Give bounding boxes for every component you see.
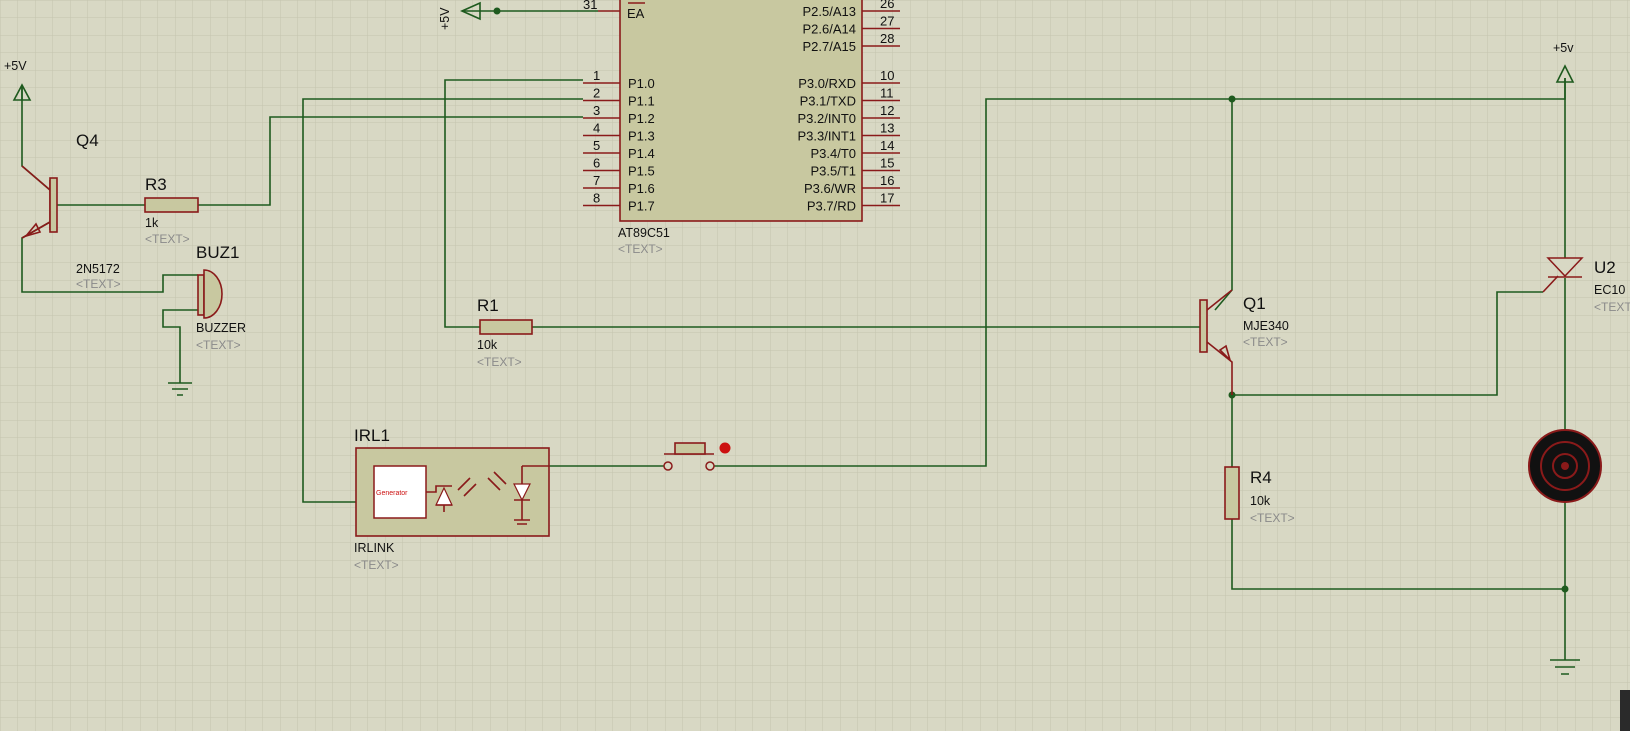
pin-label: P2.6/A14	[803, 22, 857, 37]
pin-label: P1.6	[628, 181, 655, 196]
r3-text-placeholder: <TEXT>	[145, 232, 190, 246]
transistor-q4[interactable]: Q4 2N5172 <TEXT>	[21, 131, 121, 291]
pin-number: 7	[593, 173, 600, 188]
buz1-value: BUZZER	[196, 321, 246, 335]
resistor-r4[interactable]: R4 10k <TEXT>	[1224, 466, 1295, 525]
r3-ref: R3	[145, 175, 167, 194]
resistor-r1[interactable]: R1 10k <TEXT>	[477, 296, 533, 369]
pin-label: P1.1	[628, 94, 655, 109]
vcc-left-label: +5V	[4, 59, 27, 73]
port1-pins: 1P1.0 2P1.1 3P1.2 4P1.3 5P1.4 6P1.5 7P1.6 8P1.7	[583, 68, 655, 214]
pin-label: P3.1/TXD	[800, 94, 856, 109]
buz1-ref: BUZ1	[196, 243, 239, 262]
q1-text-placeholder: <TEXT>	[1243, 335, 1288, 349]
pin-number: 1	[593, 68, 600, 83]
irl1-ref: IRL1	[354, 426, 390, 445]
q4-value: 2N5172	[76, 262, 120, 276]
resistor-r3[interactable]: R3 1k <TEXT>	[144, 175, 199, 246]
ground-right[interactable]	[1550, 655, 1580, 675]
pin-label: P1.7	[628, 199, 655, 214]
irl1-inner-label: Generator	[376, 490, 408, 497]
buzzer-buz1[interactable]: BUZ1 BUZZER <TEXT>	[196, 243, 246, 352]
pin-number: 8	[593, 191, 600, 206]
pin-label: P1.2	[628, 111, 655, 126]
q1-value: MJE340	[1243, 319, 1289, 333]
thyristor-u2[interactable]: U2 EC10 <TEXT>	[1542, 257, 1630, 314]
q4-text-placeholder: <TEXT>	[76, 277, 121, 291]
r4-text-placeholder: <TEXT>	[1250, 511, 1295, 525]
pin-number: 5	[593, 138, 600, 153]
pin-label: P3.0/RXD	[798, 76, 856, 91]
pin-number: 2	[593, 86, 600, 101]
pin-number: 13	[880, 121, 894, 136]
mcu-name: AT89C51	[618, 226, 670, 240]
pin-label: P3.5/T1	[810, 164, 856, 179]
ground-left[interactable]	[168, 382, 192, 396]
pin-label: P3.4/T0	[810, 146, 856, 161]
pin-number: 16	[880, 173, 894, 188]
r4-ref: R4	[1250, 468, 1272, 487]
u2-text-placeholder: <TEXT>	[1594, 300, 1630, 314]
pin-label: P1.3	[628, 129, 655, 144]
q4-ref: Q4	[76, 131, 99, 150]
r3-value: 1k	[145, 216, 159, 230]
r1-text-placeholder: <TEXT>	[477, 355, 522, 369]
pin-label: P3.2/INT0	[797, 111, 856, 126]
switch-actuator-dot[interactable]	[719, 442, 731, 454]
pin-number: 15	[880, 156, 894, 171]
pin-num-31: 31	[583, 0, 597, 12]
pin-label: P3.7/RD	[807, 199, 856, 214]
pin-label: P1.4	[628, 146, 655, 161]
buz1-text-placeholder: <TEXT>	[196, 338, 241, 352]
pin-number: 26	[880, 0, 894, 11]
pin-number: 14	[880, 138, 894, 153]
pin-number: 6	[593, 156, 600, 171]
pin-label: P2.7/A15	[803, 39, 857, 54]
motor-icon[interactable]	[1528, 429, 1602, 503]
pin-number: 17	[880, 191, 894, 206]
r1-ref: R1	[477, 296, 499, 315]
pin-number: 28	[880, 31, 894, 46]
pin-label-ea: EA	[627, 6, 645, 21]
r4-value: 10k	[1250, 494, 1271, 508]
ir-link-irl1[interactable]: Generator IRL1 IRLINK <TEXT>	[354, 426, 550, 572]
pin-label: P3.6/WR	[804, 181, 856, 196]
pin-number: 4	[593, 121, 600, 136]
pin-number: 12	[880, 103, 894, 118]
vcc-left-terminal[interactable]: +5V	[4, 59, 32, 101]
u2-ref: U2	[1594, 258, 1616, 277]
pin-label: P1.0	[628, 76, 655, 91]
pin-label: P2.5/A13	[803, 4, 857, 19]
q1-ref: Q1	[1243, 294, 1266, 313]
push-switch[interactable]	[663, 442, 731, 471]
irl1-value: IRLINK	[354, 541, 395, 555]
pin-number: 10	[880, 68, 894, 83]
transistor-q1[interactable]: Q1 MJE340 <TEXT>	[1199, 289, 1289, 395]
window-edge	[1620, 690, 1630, 731]
r1-value: 10k	[477, 338, 498, 352]
irl1-text-placeholder: <TEXT>	[354, 558, 399, 572]
vcc-top-label: +5V	[438, 7, 452, 30]
mcu-at89c51[interactable]: 31 EA 1P1.0 2P1.1 3P1.2 4P1.3 5P1.4 6P1.5 7P1.…	[583, 0, 900, 256]
pin-number: 27	[880, 14, 894, 29]
vcc-right-label: +5v	[1553, 41, 1574, 55]
pin-number: 11	[880, 86, 894, 101]
pin-label: P1.5	[628, 164, 655, 179]
pin-label: P3.3/INT1	[797, 129, 856, 144]
u2-value: EC10	[1594, 283, 1625, 297]
pin-number: 3	[593, 103, 600, 118]
mcu-text-placeholder: <TEXT>	[618, 242, 663, 256]
vcc-top-terminal[interactable]: +5V	[438, 1, 481, 30]
vcc-right-terminal[interactable]: +5v	[1553, 41, 1575, 83]
